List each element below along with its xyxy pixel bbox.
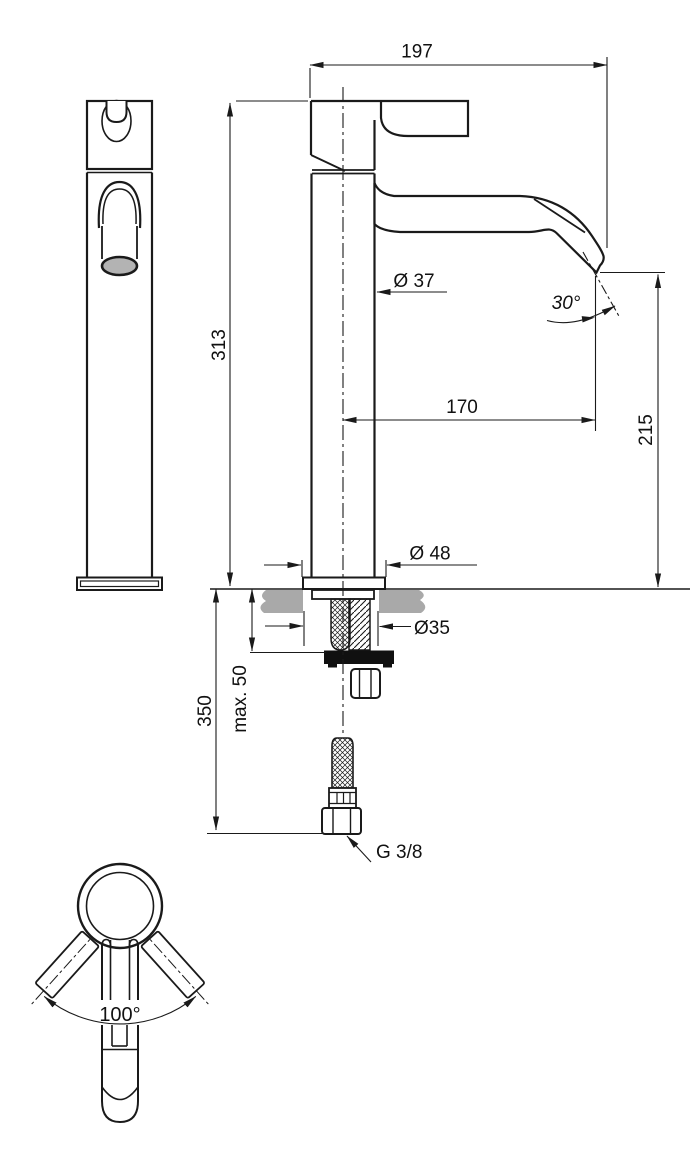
dimension-angle30: 30° (546, 293, 616, 324)
dim-label-g38: G 3/8 (376, 842, 422, 863)
swivel-arm-right (139, 927, 209, 1005)
dim-label-dia37: Ø 37 (393, 271, 434, 292)
dimensions: 197 313 Ø 37 30° 170 215 (195, 42, 665, 863)
dimension-g38: G 3/8 (346, 835, 422, 863)
side-spout-outer-arc (97, 180, 142, 229)
hose-connector (321, 807, 362, 835)
top-body-inner-circle (85, 871, 155, 941)
dim-label-350: 350 (195, 695, 216, 727)
hose-bundle (330, 598, 351, 651)
dimension-max50: max. 50 (230, 588, 326, 733)
countertop-left (260, 590, 303, 613)
dimension-dia48: Ø 48 (264, 544, 477, 577)
dimension-dia35: Ø35 (265, 611, 450, 646)
top-body-circle (76, 862, 164, 950)
fixing-nut (350, 668, 381, 699)
mounting-washer (324, 650, 394, 664)
front-base-flange (302, 576, 386, 590)
swivel-arc (43, 995, 197, 1025)
side-spout-outlet (100, 255, 139, 277)
front-spout (373, 182, 605, 275)
side-base-flange (76, 576, 163, 591)
front-spout-joint-line (533, 198, 586, 234)
front-handle-slant (310, 154, 346, 172)
front-view (210, 87, 690, 835)
side-lever-end (101, 99, 132, 143)
top-spout-inner-arc (101, 1086, 139, 1101)
side-lever-slot (105, 101, 128, 124)
dim-label-100: 100° (99, 1004, 140, 1026)
swivel-arm-left (31, 927, 101, 1005)
dimension-215: 215 (600, 271, 665, 588)
dim-label-max50: max. 50 (230, 665, 251, 733)
front-lever (311, 99, 470, 138)
dim-label-170: 170 (446, 397, 478, 418)
dim-label-313: 313 (209, 329, 230, 361)
dim-label-angle30: 30° (552, 293, 581, 314)
top-view: 100° (31, 862, 209, 1124)
dim-label-dia48: Ø 48 (409, 544, 450, 565)
side-base-flange-inner (79, 580, 160, 588)
dimension-350: 350 (195, 588, 322, 835)
dim-label-dia35: Ø35 (414, 618, 450, 639)
flex-hose-braid (331, 737, 354, 789)
side-spout-inner-arc (102, 188, 137, 225)
threaded-rod (348, 598, 371, 651)
dimension-197: 197 (309, 42, 608, 248)
dimension-313: 313 (209, 100, 308, 587)
side-view (76, 99, 163, 591)
dim-label-197: 197 (401, 42, 433, 63)
countertop-right (379, 590, 426, 613)
hose-collar (328, 787, 357, 809)
dim-label-215: 215 (636, 414, 657, 446)
dimension-170: 170 (342, 276, 597, 431)
dimension-dia37: Ø 37 (376, 271, 447, 296)
top-spout-end (101, 1100, 139, 1124)
